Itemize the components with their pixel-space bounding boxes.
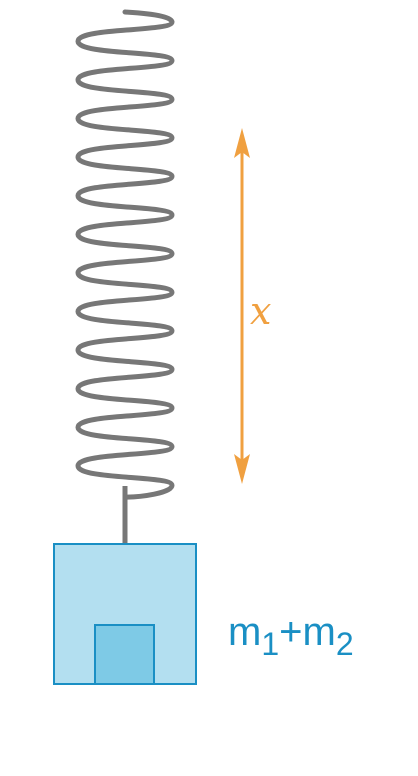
arrow-head-up-icon [234, 128, 250, 158]
displacement-arrow [234, 128, 250, 484]
arrow-head-down-icon [234, 454, 250, 484]
mass-label: m1+m2 [228, 610, 354, 660]
mass-inner-block [94, 624, 155, 685]
mass-plus: + [279, 610, 303, 654]
spring-icon [75, 9, 175, 500]
mass-sub1: 1 [261, 626, 280, 662]
mass-sub2: 2 [335, 626, 354, 662]
mass-m1: m [228, 610, 262, 654]
displacement-label: x [250, 289, 272, 333]
mass-m2: m [302, 610, 336, 654]
